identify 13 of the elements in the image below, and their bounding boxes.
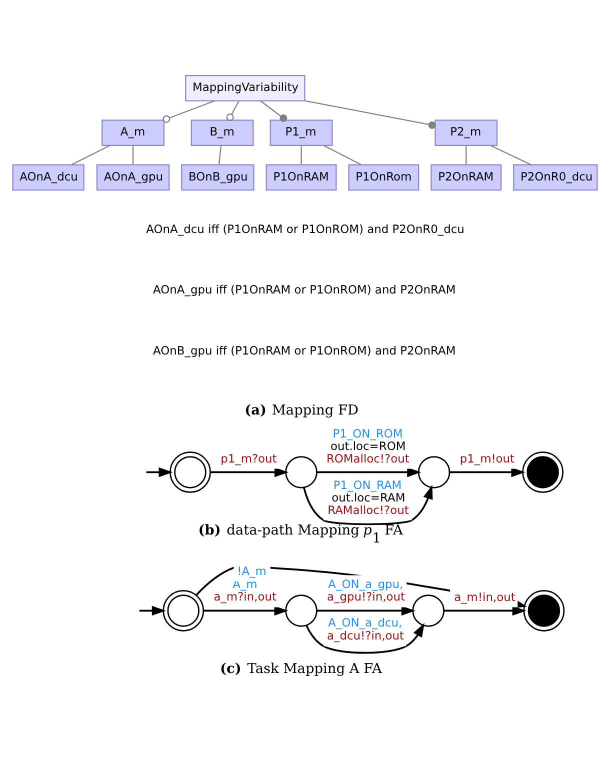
edge-label: P1_ON_ROM out.loc=ROM ROMalloc!?out xyxy=(326,426,410,466)
edge-label: A_ON_a_gpu, a_gpu!?in,out xyxy=(327,576,405,604)
edge-label: a_m!in,out xyxy=(454,590,516,604)
edge-label: p1_m?out xyxy=(220,451,277,466)
label: AOnA_gpu iff (P1OnRAM or P1OnROM) and P2OnRAM xyxy=(153,282,456,297)
edge-label: !A_m xyxy=(237,564,266,578)
edge-label: P1_ON_RAM out.loc=RAM RAMalloc!?out xyxy=(328,478,409,517)
label: (c) Task Mapping A FA xyxy=(220,661,382,678)
edge-label: p1_m!out xyxy=(460,451,515,466)
label: AOnA_dcu iff (P1OnRAM or P1OnROM) and P2OnR0_dcu xyxy=(146,222,464,236)
label: (a) Mapping FD xyxy=(244,402,359,419)
label: AOnB_gpu iff (P1OnRAM or P1OnROM) and P2OnRAM xyxy=(153,343,456,358)
edge-label: A_ON_a_dcu, a_dcu!?in,out xyxy=(327,616,404,642)
